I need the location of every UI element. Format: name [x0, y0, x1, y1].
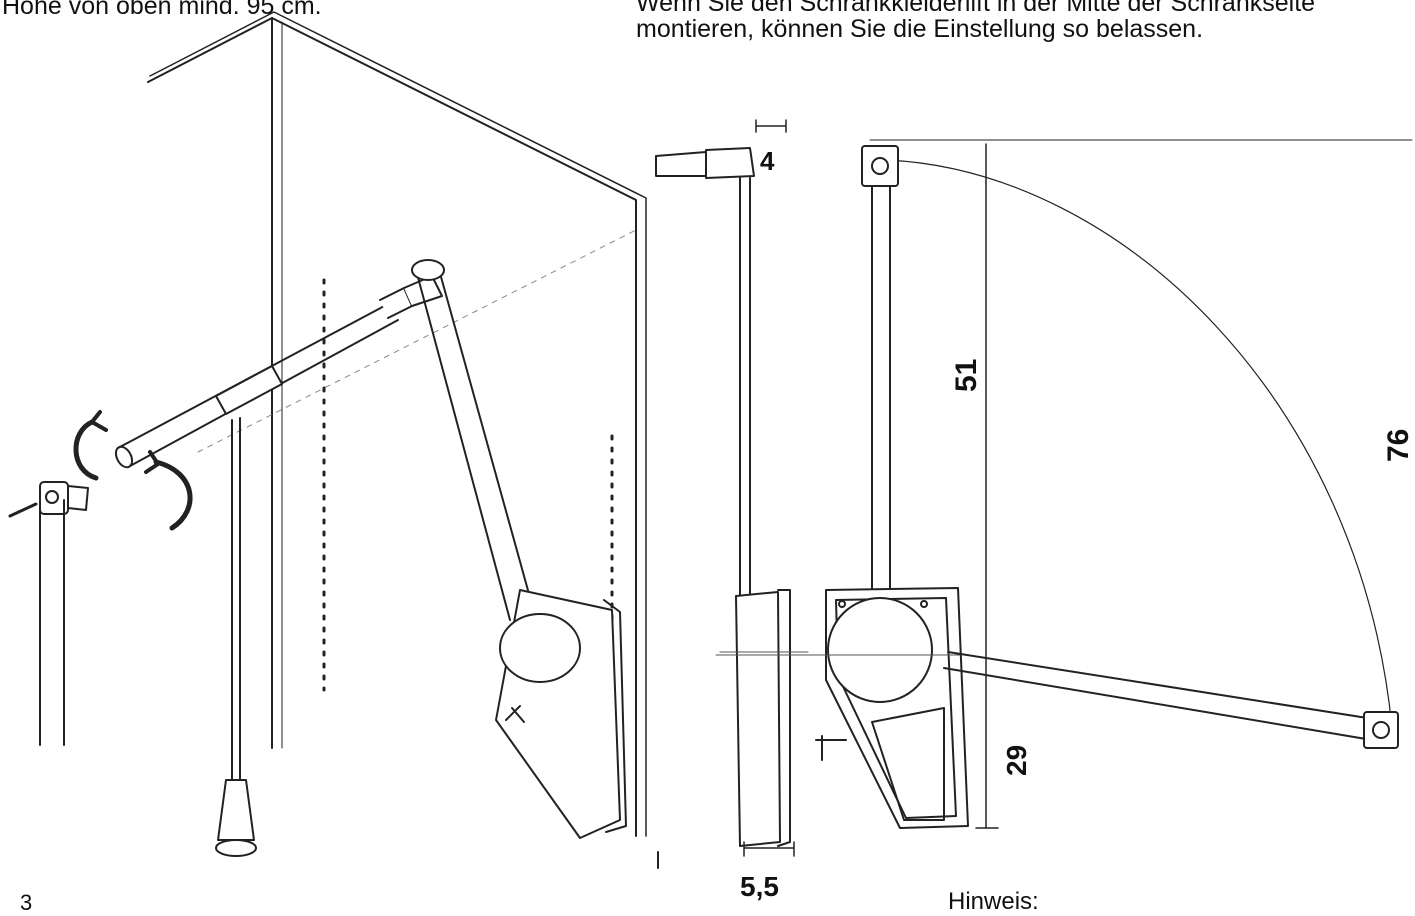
dim-radius: 76 [1382, 429, 1415, 462]
wall-bracket [8, 481, 89, 746]
caption-line-1: Wenn Sie den Schrankkleiderlift in der M… [636, 0, 1316, 17]
dim-lower-height: 29 [1001, 745, 1032, 776]
dim-upper-height: 51 [950, 359, 983, 392]
pull-rod [215, 417, 257, 857]
caption-top-right: Wenn Sie den Schrankkleiderlift in der M… [636, 0, 1315, 42]
dim-depth-bottom: 5,5 [740, 871, 779, 902]
lift-mechanism-perspective [411, 259, 627, 839]
side-view [655, 119, 809, 869]
front-view [715, 139, 1413, 829]
caption-top-left: Höhe von oben mind. 95 cm. [2, 0, 322, 20]
crossbar-rod [114, 275, 443, 469]
shelf-pin-holes [322, 278, 614, 692]
caption-line-2: montieren, können Sie die Einstellung so… [636, 15, 1204, 43]
rotation-arrows [73, 410, 193, 531]
dim-offset-top: 4 [760, 146, 775, 176]
